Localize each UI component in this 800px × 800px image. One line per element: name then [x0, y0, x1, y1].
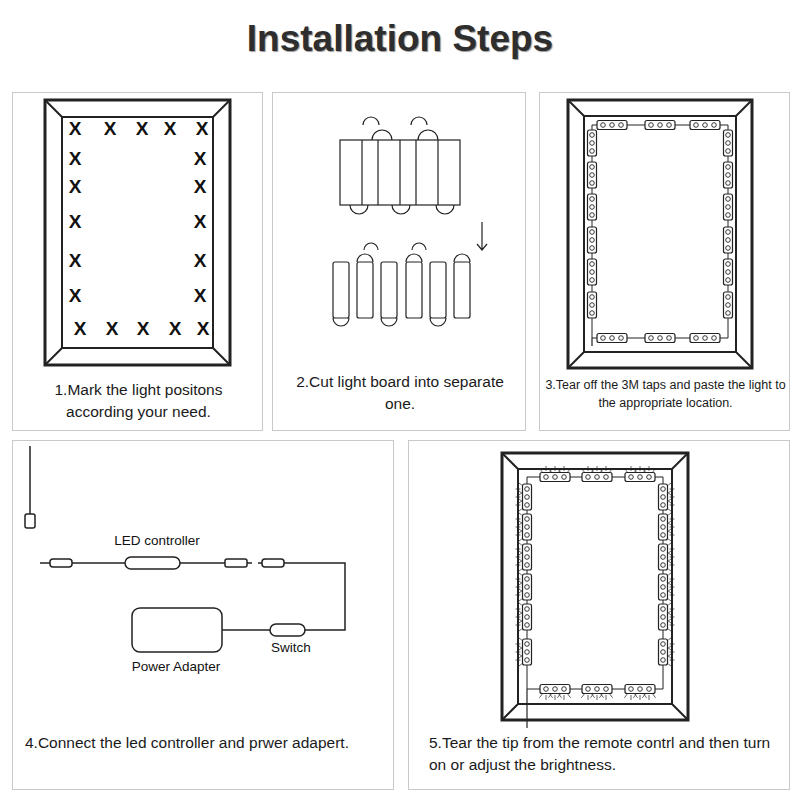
position-mark: X	[69, 149, 82, 168]
position-mark: X	[164, 119, 177, 138]
mirror-frame	[45, 100, 230, 365]
step-caption: 3.Tear off the 3M taps and paste the lig…	[544, 376, 787, 412]
step-caption: 2.Cut light board into separate one.	[285, 371, 515, 416]
power-adapter	[132, 608, 222, 652]
position-mark: X	[74, 319, 87, 338]
position-mark: X	[69, 177, 82, 196]
position-mark: X	[194, 286, 207, 305]
led-strip-lit	[516, 466, 675, 728]
mirror-frame	[568, 100, 752, 368]
position-mark: X	[69, 212, 82, 231]
position-mark: X	[197, 319, 210, 338]
position-mark: X	[169, 319, 182, 338]
position-mark: X	[137, 319, 150, 338]
position-mark: X	[194, 177, 207, 196]
step-caption: 4.Connect the led controller and prwer a…	[25, 732, 385, 754]
title: Installation Steps	[0, 18, 800, 60]
wiring	[25, 446, 345, 652]
cut-led-pieces	[333, 243, 470, 326]
step-panel: 5.Tear the tip from the remote contrl an…	[408, 440, 790, 790]
position-mark: X	[106, 319, 119, 338]
position-mark: X	[136, 119, 149, 138]
position-mark: X	[69, 251, 82, 270]
part-label: LED controller	[114, 534, 200, 548]
led-controller	[125, 557, 180, 569]
part-label: Switch	[271, 641, 311, 655]
light-board	[340, 117, 487, 250]
step-panel: 2.Cut light board into separate one.	[272, 92, 526, 431]
step-panel: 4.Connect the led controller and prwer a…	[12, 440, 394, 790]
step-caption: 5.Tear the tip from the remote contrl an…	[429, 732, 779, 777]
led-strip	[588, 121, 733, 347]
step-caption: 1.Mark the light positons according your…	[23, 379, 254, 424]
position-mark: X	[69, 119, 82, 138]
position-mark: X	[104, 119, 117, 138]
position-mark: X	[69, 286, 82, 305]
part-label: Power Adapter	[132, 660, 221, 674]
position-mark: X	[194, 212, 207, 231]
position-mark: X	[194, 149, 207, 168]
position-mark: X	[194, 251, 207, 270]
step-panel: 1.Mark the light positons according your…	[12, 92, 263, 431]
step-panel: 3.Tear off the 3M taps and paste the lig…	[539, 92, 790, 431]
position-mark: X	[196, 119, 209, 138]
switch	[270, 624, 305, 636]
mirror-frame	[502, 453, 688, 720]
